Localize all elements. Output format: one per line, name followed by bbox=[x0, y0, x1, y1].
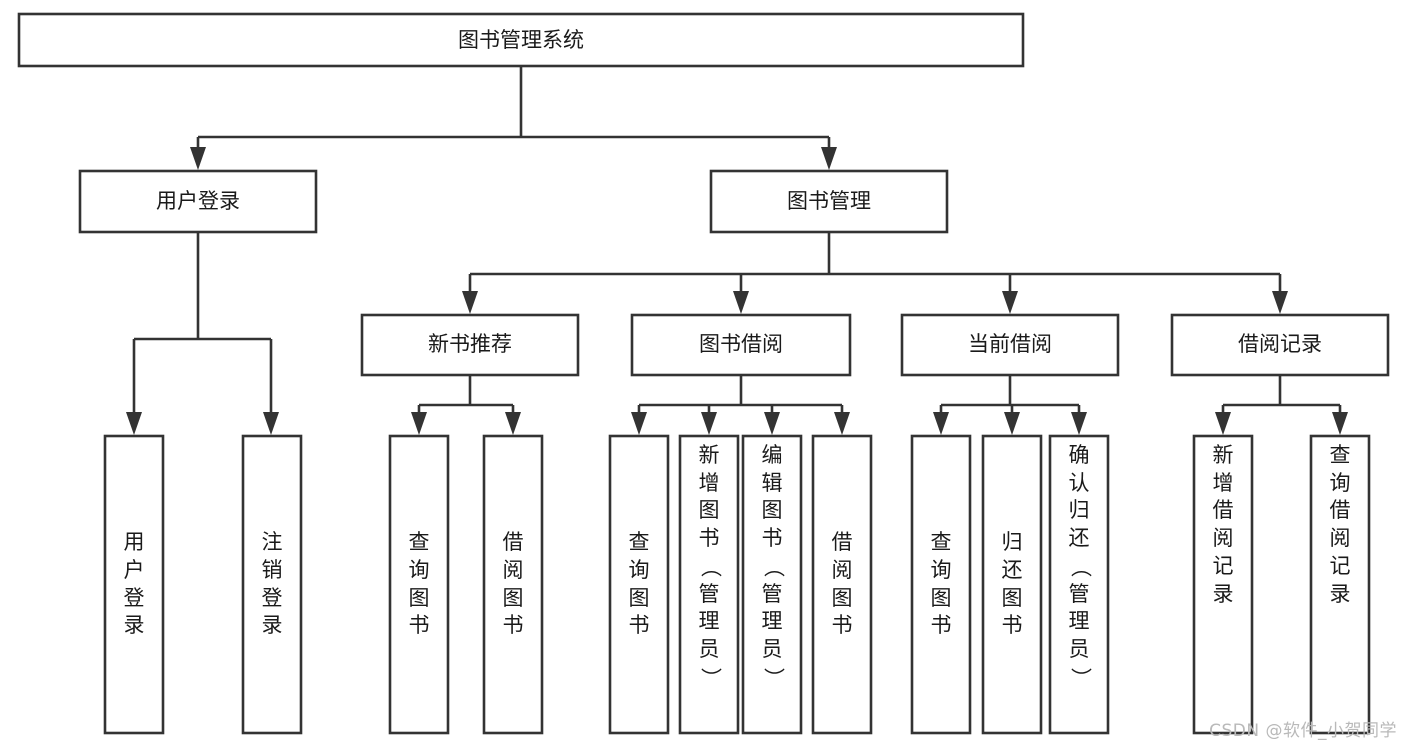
arrow-head-bookmanage bbox=[821, 147, 837, 170]
node-box-borrow-records[interactable] bbox=[1170, 313, 1390, 377]
watermark-text: CSDN @软件_小贺同学 bbox=[1209, 721, 1397, 741]
node-label-user-login: 用户登录 bbox=[156, 189, 240, 213]
node-box-current-query-book[interactable] bbox=[910, 434, 972, 735]
arrow-head-current-borrow bbox=[1002, 291, 1018, 314]
node-box-records-add-record[interactable] bbox=[1192, 434, 1254, 735]
node-box-current-confirm-return[interactable] bbox=[1048, 434, 1110, 735]
node-label-root: 图书管理系统 bbox=[458, 28, 584, 52]
node-box-recommend-query-book[interactable] bbox=[388, 434, 450, 735]
arrow-head-borrow-query-book bbox=[631, 412, 647, 435]
node-label-book-manage: 图书管理 bbox=[787, 189, 871, 213]
node-box-user-login[interactable] bbox=[78, 169, 318, 234]
node-box-user-login-logout[interactable] bbox=[241, 434, 303, 735]
arrow-head-current-query-book bbox=[933, 412, 949, 435]
connector-group-new-book-recommend bbox=[411, 375, 521, 435]
node-box-borrow-edit-book[interactable] bbox=[741, 434, 803, 735]
connector-group-book-manage bbox=[462, 232, 1288, 314]
node-box-recommend-borrow-book[interactable] bbox=[482, 434, 544, 735]
node-box-new-book-recommend[interactable] bbox=[360, 313, 580, 377]
node-box-root[interactable] bbox=[17, 12, 1025, 68]
connector-group-borrow-records bbox=[1215, 375, 1348, 435]
connector-group-current-borrow bbox=[933, 375, 1087, 435]
node-box-borrow-borrow-book[interactable] bbox=[811, 434, 873, 735]
arrow-head-current-return-book bbox=[1004, 412, 1020, 435]
arrow-head-recommend-borrow-book bbox=[505, 412, 521, 435]
arrow-head-user-login-logout bbox=[263, 412, 279, 435]
arrow-head-current-confirm-return bbox=[1071, 412, 1087, 435]
node-label-borrow-records: 借阅记录 bbox=[1238, 332, 1322, 356]
node-label-new-book-recommend: 新书推荐 bbox=[428, 332, 512, 356]
node-box-borrow-query-book[interactable] bbox=[608, 434, 670, 735]
arrow-head-records-query-record bbox=[1332, 412, 1348, 435]
arrow-head-records-add-record bbox=[1215, 412, 1231, 435]
arrow-head-borrow-edit-book bbox=[764, 412, 780, 435]
node-box-current-borrow[interactable] bbox=[900, 313, 1120, 377]
node-box-user-login-login[interactable] bbox=[103, 434, 165, 735]
arrow-head-userlogin bbox=[190, 147, 206, 170]
node-box-borrow-add-book[interactable] bbox=[678, 434, 740, 735]
connector-group-book-borrow bbox=[631, 375, 850, 435]
arrow-head-borrow-add-book bbox=[701, 412, 717, 435]
node-box-current-return-book[interactable] bbox=[981, 434, 1043, 735]
connector-group-root bbox=[190, 66, 837, 170]
connector-group-user-login bbox=[126, 232, 279, 435]
arrow-head-borrow-records bbox=[1272, 291, 1288, 314]
arrow-head-user-login-login bbox=[126, 412, 142, 435]
node-label-book-borrow: 图书借阅 bbox=[699, 332, 783, 356]
node-box-records-query-record[interactable] bbox=[1309, 434, 1371, 735]
arrow-head-recommend-query-book bbox=[411, 412, 427, 435]
arrow-head-book-borrow bbox=[733, 291, 749, 314]
node-box-book-borrow[interactable] bbox=[630, 313, 852, 377]
arrow-head-borrow-borrow-book bbox=[834, 412, 850, 435]
arrow-head-new-book-recommend bbox=[462, 291, 478, 314]
node-box-book-manage[interactable] bbox=[709, 169, 949, 234]
node-label-current-borrow: 当前借阅 bbox=[968, 332, 1052, 356]
